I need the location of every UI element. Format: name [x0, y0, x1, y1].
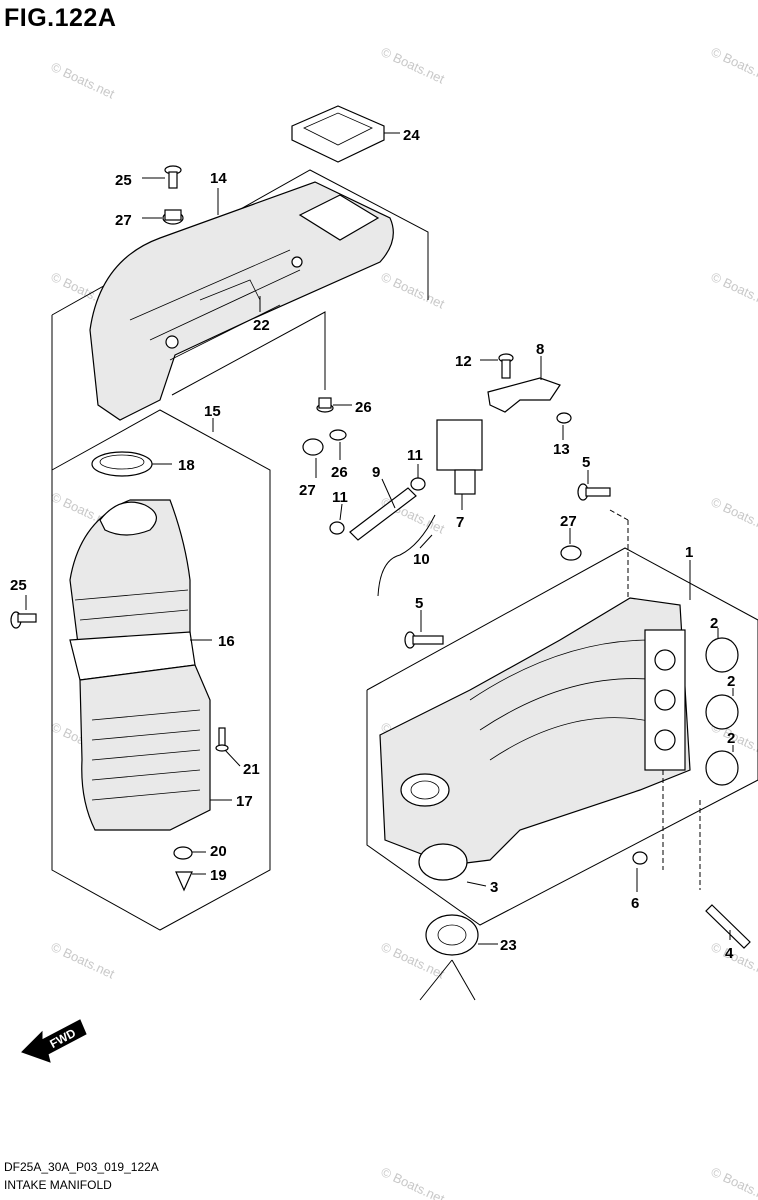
callout-27: 27 — [560, 513, 577, 530]
callout-23: 23 — [500, 937, 517, 954]
part-5-bolt-right — [577, 483, 611, 501]
watermark: © Boats.net — [709, 269, 758, 312]
part-23-cap — [425, 914, 479, 956]
watermark: © Boats.net — [709, 44, 758, 87]
part-11-clamp-top — [410, 477, 426, 491]
part-15-silencer-case — [69, 499, 191, 661]
callout-25: 25 — [115, 172, 132, 189]
part-7-valve — [436, 419, 483, 495]
callout-8: 8 — [536, 341, 544, 358]
callout-11: 11 — [407, 447, 423, 464]
callout-7: 7 — [456, 514, 464, 531]
part-6-washer — [632, 851, 648, 865]
part-26-collar-top — [316, 397, 334, 413]
part-3-gasket — [418, 843, 468, 881]
watermark: © Boats.net — [379, 1164, 447, 1200]
callout-18: 18 — [178, 457, 195, 474]
callout-26: 26 — [331, 464, 348, 481]
callout-19: 19 — [210, 867, 227, 884]
part-22-baffle — [199, 279, 261, 301]
part-25-bolt-top — [164, 165, 182, 189]
callout-20: 20 — [210, 843, 227, 860]
callout-26: 26 — [355, 399, 372, 416]
part-21-screw — [215, 727, 229, 752]
figure-title: FIG.122A — [4, 4, 117, 32]
callout-3: 3 — [490, 879, 498, 896]
part-19-plug — [175, 871, 193, 892]
watermark: © Boats.net — [49, 939, 117, 982]
part-2-gasket-3 — [705, 750, 739, 786]
callout-24: 24 — [403, 127, 420, 144]
part-14-silencer-cover — [89, 181, 394, 421]
callout-22: 22 — [253, 317, 270, 334]
watermark: © Boats.net — [709, 1164, 758, 1200]
watermark: © Boats.net — [49, 59, 117, 102]
callout-labels: 1 2 2 2 3 4 5 5 6 7 8 9 10 11 11 12 13 1… — [10, 127, 735, 962]
part-27-grommet-mid — [302, 438, 324, 456]
callout-16: 16 — [218, 633, 235, 650]
part-18-seal-ring — [91, 451, 153, 477]
callout-9: 9 — [372, 464, 380, 481]
callout-21: 21 — [243, 761, 260, 778]
part-12-bolt — [498, 353, 514, 379]
part-2-gasket-2 — [705, 694, 739, 730]
figure-name: INTAKE MANIFOLD — [4, 1178, 112, 1192]
callout-10: 10 — [413, 551, 430, 568]
watermark: © Boats.net — [379, 44, 447, 87]
part-26-collar-mid — [329, 429, 347, 441]
part-27-grommet-top — [162, 209, 184, 225]
part-17-silencer-body — [79, 664, 211, 831]
callout-12: 12 — [455, 353, 472, 370]
part-25-bolt-left — [10, 611, 37, 629]
callout-17: 17 — [236, 793, 253, 810]
part-27-grommet-right — [560, 545, 582, 561]
part-9-hose — [349, 487, 417, 541]
callout-1: 1 — [685, 544, 693, 561]
leader-lines — [25, 132, 734, 1001]
part-5-bolt-left — [404, 631, 444, 649]
part-20-grommet — [173, 846, 193, 860]
callout-25: 25 — [10, 577, 27, 594]
callout-11: 11 — [332, 489, 348, 506]
watermark: © Boats.net — [709, 939, 758, 982]
callout-4: 4 — [725, 945, 734, 962]
callout-2: 2 — [710, 615, 718, 632]
callout-13: 13 — [553, 441, 570, 458]
part-24-gasket — [291, 105, 385, 163]
manifold-frame — [366, 547, 758, 926]
callout-27: 27 — [115, 212, 132, 229]
part-13-nut — [556, 412, 572, 424]
callout-5: 5 — [415, 595, 423, 612]
watermark: © Boats.net — [709, 494, 758, 537]
part-4-stud — [705, 904, 751, 949]
callout-6: 6 — [631, 895, 639, 912]
part-10-hose — [377, 514, 436, 597]
callout-5: 5 — [582, 454, 590, 471]
figure-code: DF25A_30A_P03_019_122A — [4, 1160, 159, 1174]
lower-silencer-frame — [51, 409, 271, 931]
part-11-clamp-bottom — [329, 521, 345, 535]
callout-14: 14 — [210, 170, 227, 187]
callout-15: 15 — [204, 403, 221, 420]
callout-2: 2 — [727, 730, 735, 747]
part-1-intake-manifold — [379, 597, 691, 866]
part-8-bracket — [487, 377, 561, 413]
watermark: © Boats.net — [379, 269, 447, 312]
callout-2: 2 — [727, 673, 735, 690]
callout-27: 27 — [299, 482, 316, 499]
part-2-gasket-1 — [705, 637, 739, 673]
fwd-direction-arrow: FWD — [21, 1019, 87, 1063]
